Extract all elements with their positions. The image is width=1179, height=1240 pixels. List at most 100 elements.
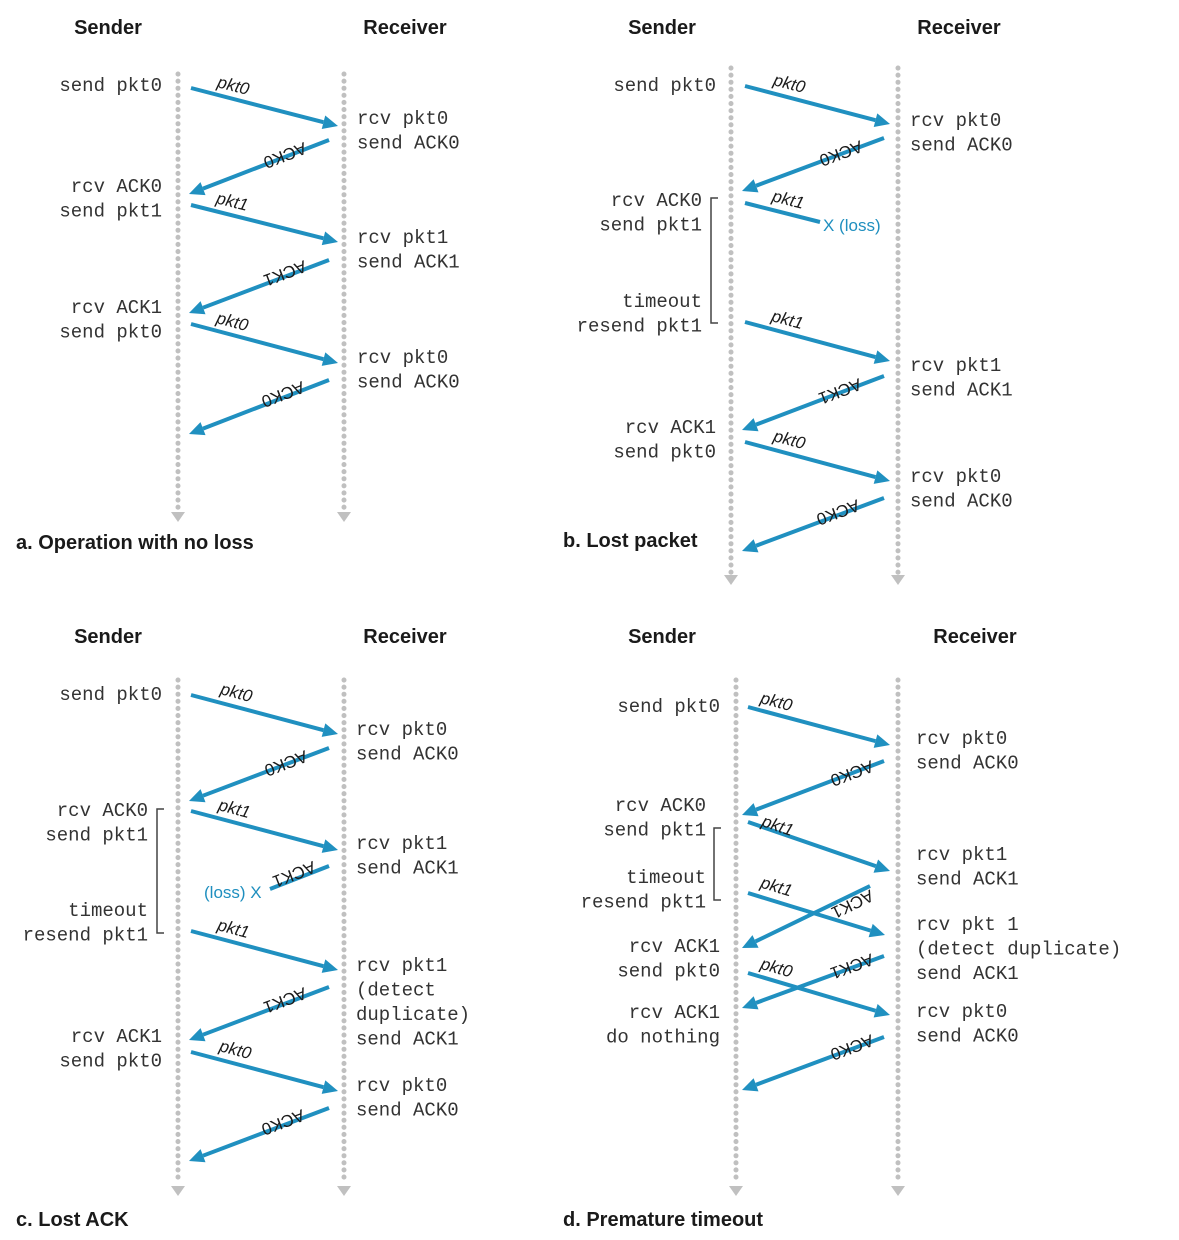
sender-event-label: do nothing bbox=[606, 1027, 720, 1049]
pkt-arrow bbox=[744, 84, 890, 127]
receiver-event-label: send ACK0 bbox=[916, 1026, 1019, 1048]
receiver-event-label: send ACK0 bbox=[357, 372, 460, 394]
receiver-event-label: send ACK1 bbox=[910, 380, 1013, 402]
receiver-event-label: rcv pkt0 bbox=[916, 728, 1007, 750]
ack-arrow bbox=[742, 1035, 885, 1092]
timeout-bracket bbox=[713, 827, 721, 901]
receiver-event-label: duplicate) bbox=[356, 1004, 470, 1026]
pkt-arrow bbox=[747, 971, 890, 1018]
receiver-event-label: send ACK1 bbox=[356, 1029, 459, 1051]
receiver-event-label: rcv pkt0 bbox=[910, 110, 1001, 132]
pkt-arrow bbox=[190, 929, 338, 973]
sender-title: Sender bbox=[74, 626, 142, 648]
ack-arrow bbox=[742, 374, 885, 432]
sender-event-label: rcv ACK0 bbox=[57, 800, 148, 822]
pkt-arrow bbox=[744, 320, 890, 364]
receiver-event-label: send ACK1 bbox=[916, 963, 1019, 985]
lost-pkt-arrow bbox=[744, 201, 821, 224]
ack-label: ACK0 bbox=[814, 495, 862, 528]
receiver-event-label: rcv pkt0 bbox=[357, 347, 448, 369]
sender-event-label: resend pkt1 bbox=[581, 892, 706, 914]
ack-arrow bbox=[189, 1106, 330, 1163]
ack-arrow bbox=[742, 759, 885, 817]
ack-label: ACK0 bbox=[259, 1105, 307, 1138]
pkt-arrow bbox=[744, 440, 890, 484]
ack-label: ACK1 bbox=[828, 886, 876, 922]
pkt-arrow bbox=[190, 809, 338, 853]
pkt-arrow bbox=[190, 322, 338, 366]
sender-event-label: resend pkt1 bbox=[23, 925, 148, 947]
sender-event-label: timeout bbox=[622, 291, 702, 313]
packet-label: pkt1 bbox=[759, 811, 797, 840]
sender-event-label: send pkt0 bbox=[59, 1051, 162, 1073]
sender-event-label: send pkt1 bbox=[599, 215, 702, 237]
sender-event-label: rcv ACK0 bbox=[71, 176, 162, 198]
sender-event-label: rcv ACK1 bbox=[629, 936, 720, 958]
ack-arrow bbox=[189, 258, 330, 315]
ack-arrow bbox=[742, 496, 885, 553]
receiver-event-label: rcv pkt0 bbox=[910, 466, 1001, 488]
sender-event-label: rcv ACK1 bbox=[71, 297, 162, 319]
loss-marker: (loss) X bbox=[204, 883, 262, 902]
ack-arrow bbox=[742, 884, 871, 948]
sender-event-label: timeout bbox=[68, 900, 148, 922]
sender-event-label: rcv ACK1 bbox=[629, 1002, 720, 1024]
pkt-arrow bbox=[190, 693, 338, 737]
ack-arrow bbox=[189, 378, 330, 436]
pkt-arrow bbox=[747, 891, 885, 938]
receiver-event-label: send ACK1 bbox=[916, 869, 1019, 891]
receiver-event-label: send ACK0 bbox=[356, 744, 459, 766]
sender-title: Sender bbox=[628, 626, 696, 648]
loss-marker: X (loss) bbox=[823, 216, 881, 235]
receiver-event-label: send ACK0 bbox=[910, 135, 1013, 157]
sender-event-label: send pkt0 bbox=[59, 75, 162, 97]
ack-label: ACK1 bbox=[270, 857, 318, 891]
receiver-event-label: rcv pkt1 bbox=[916, 844, 1007, 866]
ack-label: ACK0 bbox=[261, 138, 309, 172]
ack-label: ACK1 bbox=[261, 256, 309, 289]
ack-arrow bbox=[742, 136, 885, 193]
receiver-event-label: (detect duplicate) bbox=[916, 939, 1121, 961]
ack-label: ACK1 bbox=[261, 983, 309, 1016]
sender-timeline bbox=[724, 65, 738, 585]
sender-event-label: send pkt0 bbox=[59, 322, 162, 344]
sender-event-label: send pkt1 bbox=[45, 825, 148, 847]
sender-title: Sender bbox=[74, 17, 142, 39]
pkt-arrow bbox=[747, 820, 890, 873]
panel-caption: d. Premature timeout bbox=[563, 1209, 763, 1231]
sender-event-label: send pkt0 bbox=[613, 75, 716, 97]
receiver-event-label: rcv pkt0 bbox=[916, 1001, 1007, 1023]
sender-event-label: send pkt1 bbox=[59, 201, 162, 223]
sender-event-label: resend pkt1 bbox=[577, 316, 702, 338]
receiver-title: Receiver bbox=[363, 626, 447, 648]
receiver-event-label: send ACK0 bbox=[356, 1100, 459, 1122]
sender-event-label: send pkt0 bbox=[613, 442, 716, 464]
pkt-arrow bbox=[190, 86, 338, 130]
sender-timeline bbox=[171, 71, 185, 522]
timeout-bracket bbox=[710, 197, 718, 324]
receiver-event-label: rcv pkt1 bbox=[357, 227, 448, 249]
receiver-event-label: rcv pkt1 bbox=[356, 833, 447, 855]
receiver-event-label: rcv pkt0 bbox=[356, 719, 447, 741]
sender-event-label: send pkt0 bbox=[617, 696, 720, 718]
panel-caption: a. Operation with no loss bbox=[16, 532, 254, 554]
ack-arrow bbox=[189, 138, 330, 196]
receiver-event-label: rcv pkt0 bbox=[356, 1075, 447, 1097]
sender-timeline bbox=[729, 677, 743, 1196]
receiver-event-label: rcv pkt1 bbox=[356, 955, 447, 977]
sender-event-label: rcv ACK1 bbox=[625, 417, 716, 439]
sender-event-label: send pkt1 bbox=[603, 820, 706, 842]
receiver-event-label: (detect bbox=[356, 980, 436, 1002]
receiver-timeline bbox=[891, 677, 905, 1196]
lost-ack-arrow bbox=[269, 864, 330, 891]
ack-arrow bbox=[189, 746, 330, 803]
receiver-title: Receiver bbox=[917, 17, 1001, 39]
receiver-event-label: send ACK0 bbox=[357, 133, 460, 155]
receiver-event-label: rcv pkt 1 bbox=[916, 914, 1019, 936]
receiver-timeline bbox=[337, 71, 351, 522]
panel-caption: b. Lost packet bbox=[563, 530, 698, 552]
ack-label: ACK0 bbox=[828, 756, 876, 790]
ack-label: ACK0 bbox=[262, 746, 310, 779]
ack-label: ACK1 bbox=[828, 950, 876, 983]
sender-event-label: timeout bbox=[626, 867, 706, 889]
